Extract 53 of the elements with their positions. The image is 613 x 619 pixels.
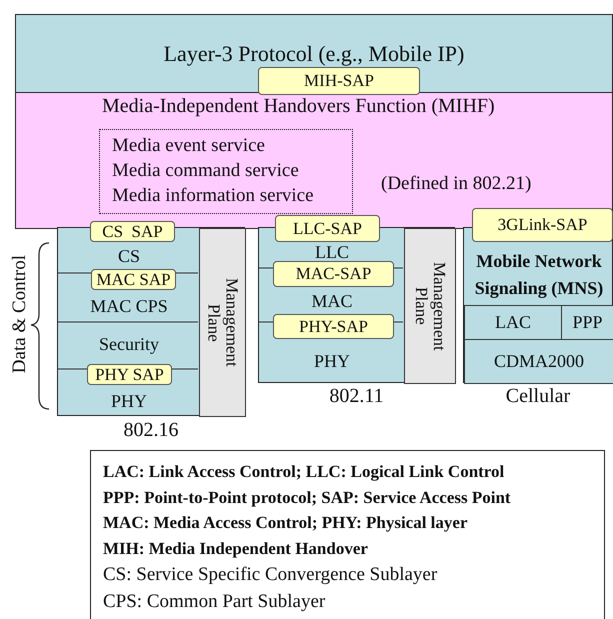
layer-label: MAC: [311, 290, 352, 312]
note-line: CPS: Common Part Sublayer: [103, 590, 326, 614]
management-plane-box: [199, 228, 246, 417]
layer-box: [464, 305, 562, 340]
service-item: Media command service: [112, 159, 300, 184]
sap-box: [472, 208, 613, 242]
sap-label: PHY-SAP: [299, 316, 368, 336]
sap-box: [90, 221, 175, 242]
stack-caption: Cellular: [504, 384, 572, 408]
sap-label: MAC SAP: [96, 270, 171, 290]
note-line: CS: Service Specific Convergence Sublayer: [103, 563, 438, 587]
note-line: MAC: Media Access Control; PHY: Physical layer: [103, 512, 468, 534]
note-line: MIH: Media Independent Handover: [103, 538, 369, 560]
service-list-box: [99, 129, 353, 214]
function-label: (Defined in 802.21): [381, 173, 532, 195]
sap-box: [273, 261, 394, 287]
layer-label: CS: [118, 246, 140, 267]
note-line: PPP: Point-to-Point protocol; SAP: Service Access Point: [103, 486, 512, 509]
sap-label: LLC-SAP: [293, 218, 362, 238]
layer-label: Mobile Network Signaling (MNS): [474, 250, 604, 300]
sap-label: CS SAP: [102, 222, 163, 242]
note-line: LAC: Link Access Control; LLC: Logical Link Control: [103, 461, 506, 483]
layer-label: CDMA2000: [494, 351, 584, 372]
service-item: Media information service: [112, 184, 315, 208]
sap-box: [273, 314, 394, 339]
layer-box: [561, 305, 613, 340]
sap-label: MIH-SAP: [304, 71, 374, 91]
layer-box: [464, 339, 613, 384]
sap-box: [275, 215, 380, 242]
layer-label: MAC CPS: [90, 296, 168, 317]
layer-label: Layer-3 Protocol (e.g., Mobile IP): [164, 41, 464, 67]
sap-box: [91, 269, 176, 290]
layer-label: LAC: [495, 312, 531, 333]
layer-label: LLC: [315, 242, 349, 262]
protocol-stack-box: [57, 227, 245, 416]
plane-label: Management Plane: [412, 260, 448, 353]
note-box: [90, 450, 605, 619]
stack-caption: 802.11: [328, 384, 385, 408]
layer-label: Security: [99, 334, 159, 354]
layer-label: PHY: [110, 390, 147, 412]
function-label: Media-Independent Handovers Function (MIHF): [102, 95, 495, 118]
stack-caption: 802.16: [122, 418, 180, 442]
side-label: Data & Control: [9, 255, 31, 374]
protocol-layer-box: [15, 14, 613, 94]
service-item: Media event service: [112, 134, 266, 158]
sap-box: [87, 364, 172, 385]
layer-label: PPP: [572, 312, 603, 333]
management-plane-box: [404, 228, 456, 384]
sap-label: 3GLink-SAP: [498, 215, 588, 235]
sap-label: PHY SAP: [95, 364, 164, 384]
plane-label: Management Plane: [204, 277, 240, 369]
sap-label: MAC-SAP: [296, 264, 372, 284]
layer-label: PHY: [314, 351, 350, 372]
